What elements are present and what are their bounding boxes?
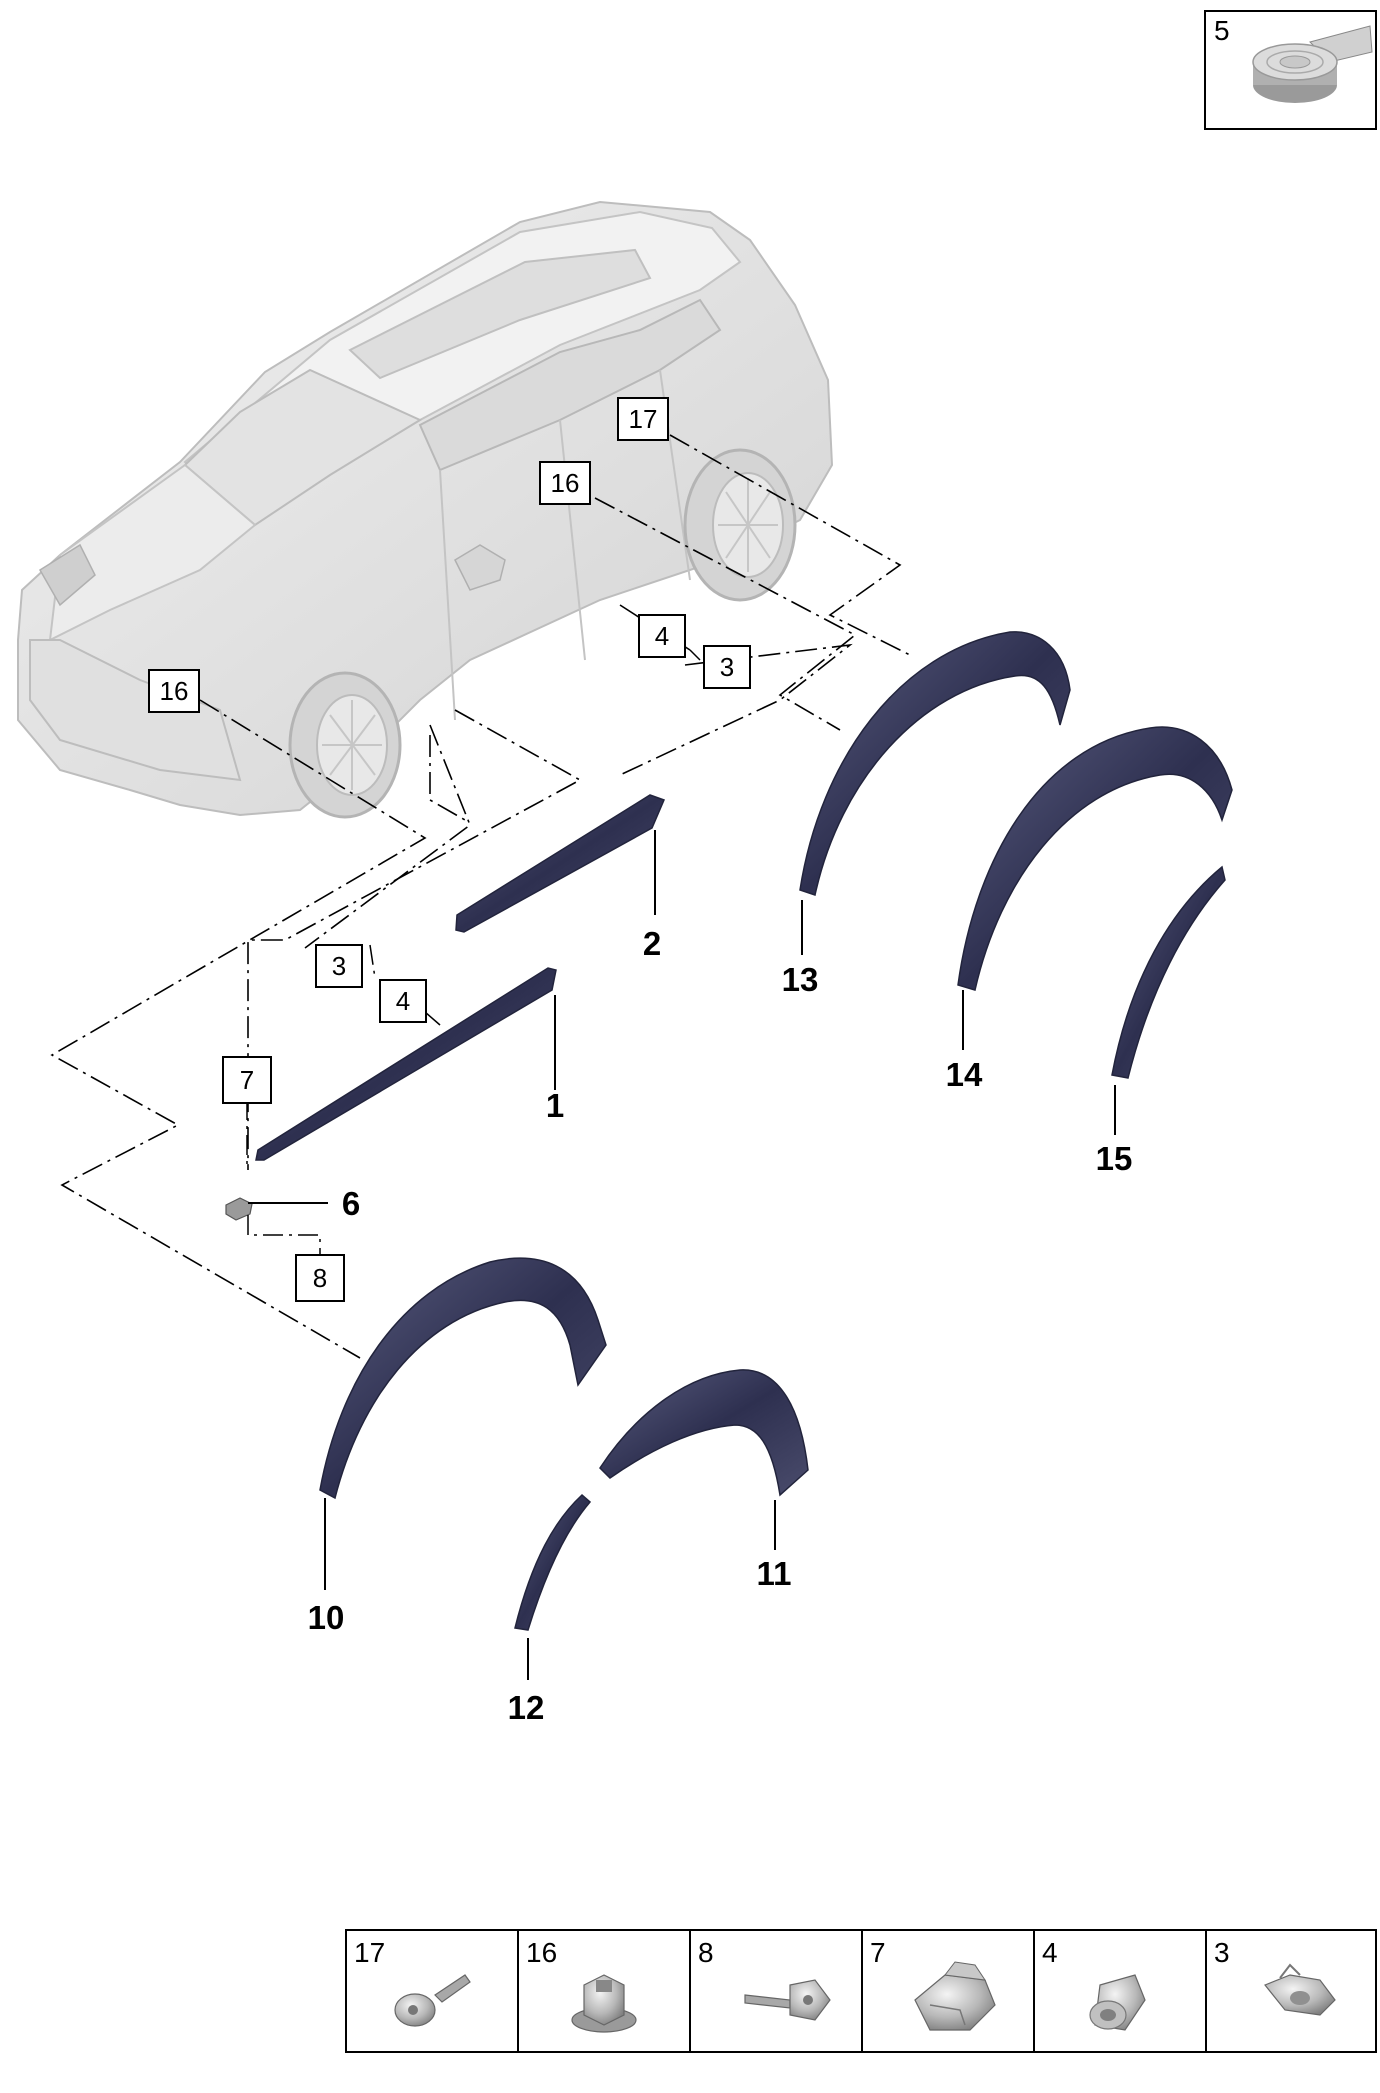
rear-wheel: [683, 448, 797, 602]
svg-text:8: 8: [698, 1937, 714, 1968]
part-12-arch-segment: [514, 1493, 592, 1631]
callout-1: 1: [546, 1087, 564, 1124]
callout-10: 10: [308, 1599, 345, 1636]
boxed-callouts: 17 16 16 4 3 3 4 7: [148, 397, 751, 1302]
box-callout-3-upper: 3: [703, 645, 751, 689]
legend-cell-3: 3: [1214, 1937, 1336, 2016]
legend-cell-7: 7: [870, 1937, 996, 2031]
sunroof: [348, 248, 652, 380]
assembly-leader-lines: [50, 434, 911, 1359]
callout-15: 15: [1096, 1140, 1133, 1177]
box-callout-3-lower: 3: [315, 944, 363, 988]
svg-text:17: 17: [354, 1937, 385, 1968]
svg-text:4: 4: [1042, 1937, 1058, 1968]
part-number-leaders: [248, 830, 1116, 1680]
callout-11: 11: [757, 1555, 792, 1592]
svg-text:16: 16: [526, 1937, 557, 1968]
box-callout-16-front: 16: [148, 669, 200, 713]
part-6-clip: [225, 1197, 253, 1221]
box-callout-17-car: 17: [617, 397, 669, 441]
part-11-wheel-arch: [599, 1369, 809, 1497]
part-1-trim-strip: [255, 967, 557, 1161]
svg-text:7: 7: [240, 1065, 254, 1095]
side-windows: [418, 298, 722, 472]
fastener-legend: 17 16 8 7: [345, 1929, 1377, 2053]
car-illustration: [17, 200, 834, 819]
part-15-arch-segment: [1111, 865, 1226, 1079]
hex-nut-icon: [571, 1974, 637, 2033]
svg-text:3: 3: [720, 652, 734, 682]
screw-icon: [394, 1974, 471, 2027]
legend-cell-4: 4: [1042, 1937, 1146, 2031]
svg-text:4: 4: [396, 986, 410, 1016]
box-callout-7: 7: [222, 1056, 272, 1104]
svg-text:4: 4: [655, 621, 669, 651]
svg-text:3: 3: [1214, 1937, 1230, 1968]
callout-13: 13: [782, 961, 819, 998]
part-14-wheel-arch: [957, 726, 1233, 991]
headlight: [38, 543, 96, 607]
part-10-wheel-arch: [319, 1257, 607, 1500]
front-wheel: [288, 671, 402, 819]
fastener-clip-icon: [914, 1961, 996, 2031]
svg-text:7: 7: [870, 1937, 886, 1968]
side-mirror: [454, 544, 506, 591]
svg-text:17: 17: [629, 404, 658, 434]
svg-text:16: 16: [160, 676, 189, 706]
box-connectors: [246, 649, 701, 1255]
legend-cell-8: 8: [698, 1937, 831, 2021]
svg-text:3: 3: [332, 951, 346, 981]
trim-parts: [225, 631, 1233, 1631]
front-bumper: [29, 639, 242, 782]
part-13-wheel-arch: [799, 631, 1071, 896]
box-callout-4-lower: 4: [379, 979, 427, 1023]
box-callout-4-upper: 4: [638, 614, 686, 658]
tape-roll-icon: [1252, 25, 1373, 103]
kit-number: 5: [1214, 15, 1230, 46]
part-2-trim-strip: [455, 794, 666, 933]
callout-14: 14: [946, 1056, 983, 1093]
svg-text:8: 8: [313, 1263, 327, 1293]
expansion-nut-icon: [1089, 1974, 1146, 2031]
legend-cell-16: 16: [526, 1937, 637, 2033]
callout-12: 12: [508, 1689, 545, 1726]
box-callout-16-rear: 16: [539, 461, 591, 505]
push-clip-icon: [1264, 1963, 1336, 2016]
legend-cell-17: 17: [354, 1937, 471, 2027]
bold-callouts: 1 2 6 10 11 12 13 14 15: [308, 925, 1133, 1726]
callout-2: 2: [643, 925, 661, 962]
svg-text:16: 16: [551, 468, 580, 498]
adhesive-tape-kit: 5: [1204, 10, 1377, 130]
callout-6: 6: [342, 1185, 360, 1222]
box-callout-8: 8: [295, 1254, 345, 1302]
clip-screw-icon: [744, 1979, 831, 2021]
